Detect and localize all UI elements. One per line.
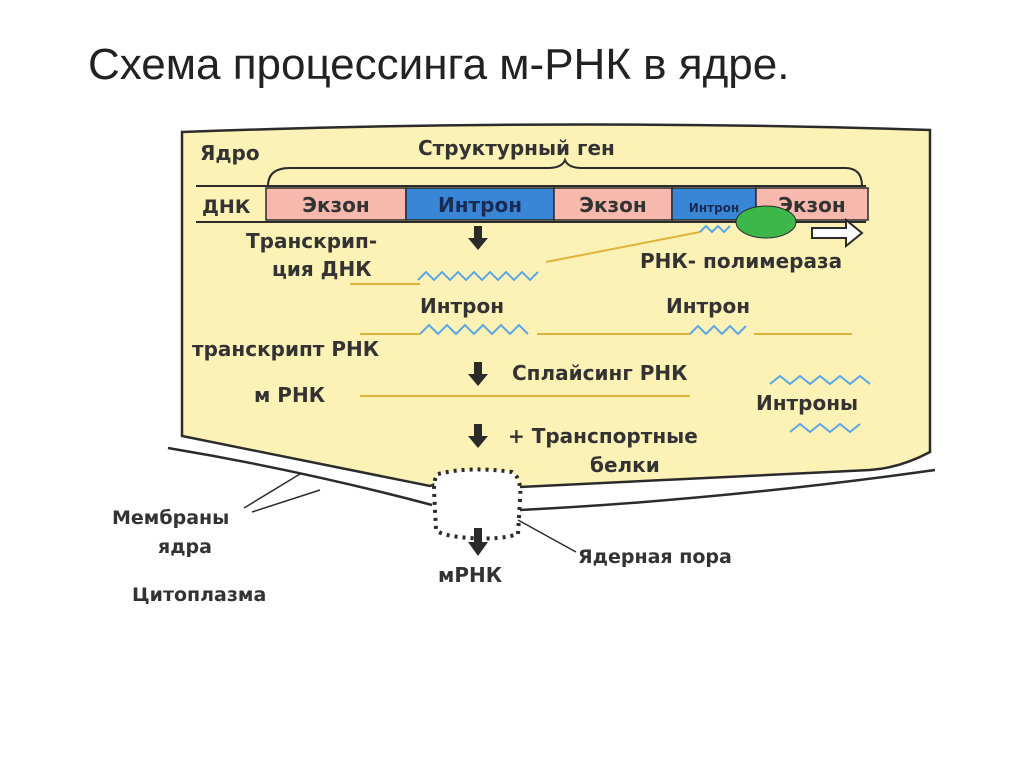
- dna-exon-label: Экзон: [302, 193, 369, 217]
- introns-label: Интроны: [756, 391, 858, 415]
- membranes-label-1: Мембраны: [112, 507, 229, 529]
- down-arrow-4: [468, 528, 488, 556]
- dna-exon-segment: [265, 187, 407, 221]
- gene-label: Структурный ген: [418, 136, 615, 160]
- membrane-pointer-2: [251, 489, 321, 513]
- mrna-label: м РНК: [254, 383, 326, 407]
- dna-exon-label: Экзон: [579, 193, 646, 217]
- primary-intron-wave-1: [419, 323, 529, 336]
- excised-intron-wave-1: [769, 374, 871, 386]
- mrna-out-label: мРНК: [438, 563, 503, 587]
- transport-label-2: белки: [590, 453, 660, 477]
- cytoplasm-label: Цитоплазма: [132, 584, 266, 606]
- slide-title: Схема процессинга м-РНК в ядре.: [88, 40, 790, 89]
- dna-label: ДНК: [202, 196, 251, 218]
- intron-label-2: Интрон: [666, 294, 750, 318]
- primary-intron-wave-2: [689, 324, 747, 336]
- pore-label: Ядерная пора: [578, 546, 732, 568]
- nascent-rna-wave: [417, 270, 539, 282]
- outer-membrane: [167, 446, 433, 507]
- dna-intron-label: Интрон: [689, 201, 739, 215]
- membrane-pointer-1: [243, 473, 301, 509]
- nuclear-pore: [431, 467, 523, 541]
- nascent-rna-line: [545, 231, 701, 263]
- transcription-label-2: ция ДНК: [272, 257, 372, 281]
- rna-polymerase: [735, 205, 797, 239]
- gene-bracket: [267, 157, 863, 187]
- excised-intron-wave-2: [789, 422, 861, 434]
- outer-membrane-right: [519, 468, 936, 512]
- membranes-label-2: ядра: [158, 536, 212, 558]
- nucleus-label: Ядро: [200, 141, 260, 165]
- down-arrow-2: [468, 362, 488, 386]
- dna-intron-label: Интрон: [438, 193, 522, 217]
- pore-pointer: [517, 519, 577, 553]
- polymerase-label: РНК- полимераза: [640, 249, 842, 273]
- transport-label-1: + Транспортные: [508, 424, 698, 448]
- intron-label-1: Интрон: [420, 294, 504, 318]
- splicing-label: Сплайсинг РНК: [512, 361, 688, 385]
- down-arrow-1: [468, 226, 488, 250]
- transcription-label-1: Транскрип-: [246, 229, 377, 253]
- down-arrow-3: [468, 424, 488, 448]
- direction-arrow: [811, 217, 864, 249]
- primary-label-2: транскрипт РНК: [192, 337, 380, 361]
- nascent-rna-wave-2: [699, 224, 731, 234]
